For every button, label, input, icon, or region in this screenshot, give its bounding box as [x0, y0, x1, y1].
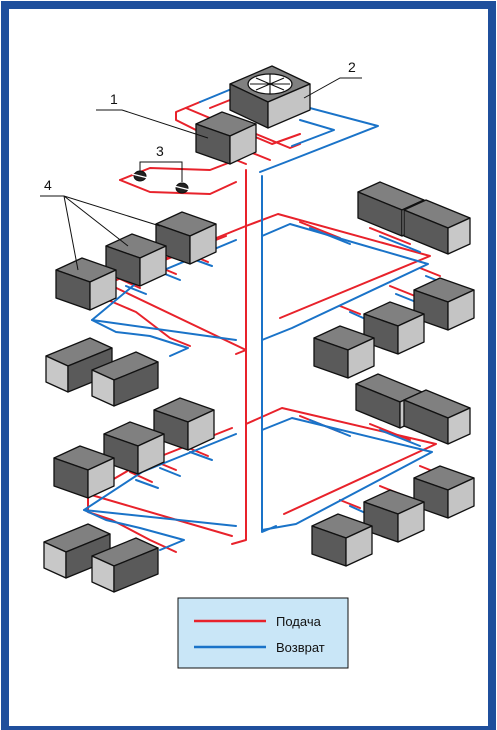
legend-return-label: Возврат [276, 640, 325, 655]
flow-valve-icon [131, 170, 149, 182]
fan-icon [247, 73, 293, 95]
callout-1: 1 [96, 91, 209, 139]
callout-3: 3 [139, 143, 183, 182]
callout-2: 2 [303, 59, 362, 99]
callout-1-label: 1 [110, 91, 118, 107]
outdoor-unit [229, 65, 311, 129]
callout-2-label: 2 [348, 59, 356, 75]
flow-valve-icon [173, 182, 191, 194]
legend-supply-label: Подача [276, 614, 322, 629]
legend: Подача Возврат [177, 597, 349, 669]
callout-4-label: 4 [44, 177, 52, 193]
callout-4: 4 [40, 177, 161, 271]
callout-3-label: 3 [156, 143, 164, 159]
